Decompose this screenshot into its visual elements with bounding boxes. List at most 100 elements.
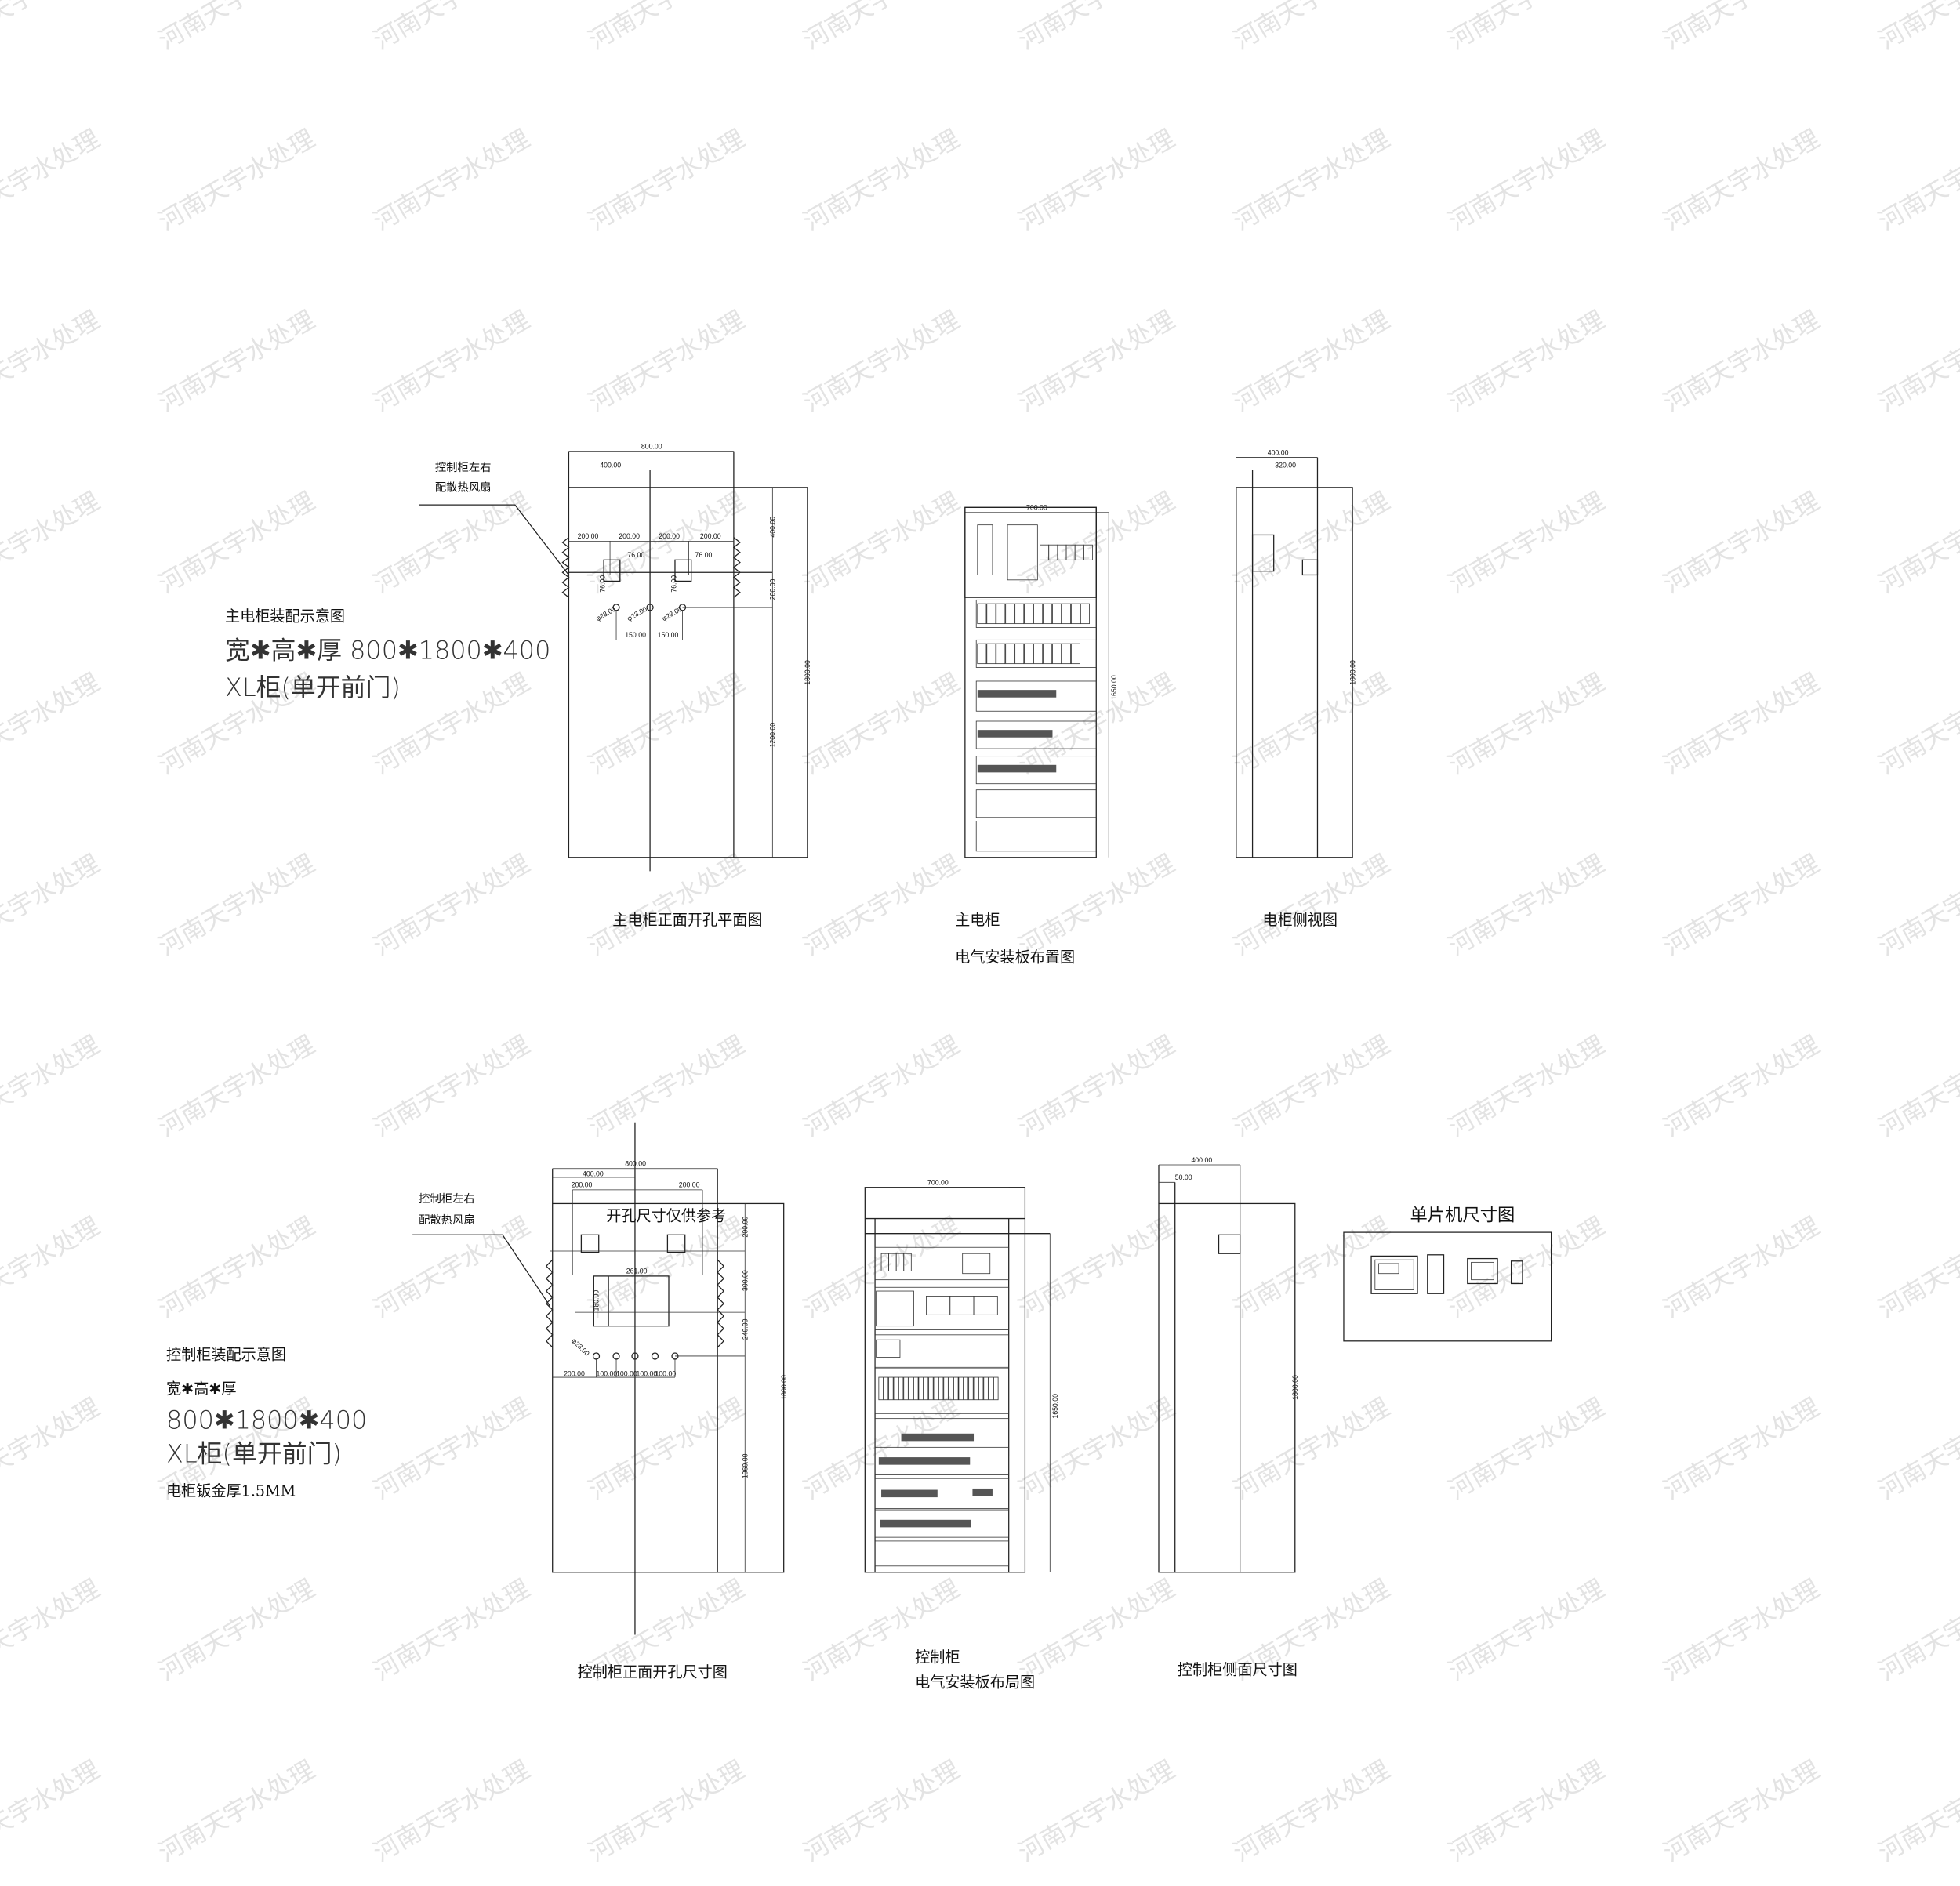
svg-text:100.00: 100.00 [597,1369,618,1377]
svg-text:200.00: 200.00 [741,1217,749,1238]
terminal-block [977,764,1057,773]
din-rail-row [874,1418,1010,1456]
svg-text:1650.00: 1650.00 [1110,675,1118,700]
din-rail-row [975,789,1097,818]
svg-text:控制柜左右: 控制柜左右 [419,1192,475,1206]
touch-screen-cutout [593,1275,670,1327]
relay [933,1376,938,1401]
svg-text:76.00: 76.00 [627,551,644,559]
svg-text:240.00: 240.00 [741,1318,749,1340]
din-rail-row [975,599,1097,628]
relay [953,1376,959,1401]
din-rail-row [874,1368,1010,1414]
breaker [1033,643,1044,665]
hole [592,1352,601,1360]
svg-text:261.00: 261.00 [626,1268,648,1275]
svg-text:1800.00: 1800.00 [780,1375,788,1400]
relay [983,1376,989,1401]
main-cabinet-panel-layout: 700.00 1650.00 主电柜 电气安装板布置图 [955,504,1118,967]
control-front-caption: 控制柜正面开孔尺寸图 [578,1663,728,1681]
din-rail-row [874,1246,1010,1281]
fan-leader-line [419,504,569,575]
breaker [986,603,996,625]
din-rail-row [975,720,1097,749]
svg-text:800.00: 800.00 [625,1160,646,1168]
svg-text:φ23.00: φ23.00 [661,605,684,623]
main-panel-caption-2: 电气安装板布置图 [955,948,1075,967]
svg-text:φ23.00: φ23.00 [594,605,617,623]
din-rail-row [874,1509,1010,1538]
fan-note-line-1: 控制柜左右 [435,461,492,474]
breaker [888,1253,897,1271]
breaker [977,643,987,665]
main-panel-caption-1: 主电柜 [955,911,1000,929]
control-cabinet-panel-layout: 700.00 1650.00 控制柜 电气安装板布局图 [864,1179,1059,1691]
relay [968,1376,974,1401]
svg-text:电柜钣金厚1.5MM: 电柜钣金厚1.5MM [166,1482,296,1500]
breaker [1005,643,1015,665]
dim-200-b: 200.00 [619,532,640,540]
din-rail-row [874,1286,1010,1330]
relay [888,1376,894,1401]
breaker [1074,544,1084,560]
mcu-dimension-drawing: 单片机尺寸图 [1343,1206,1552,1342]
relay [903,1376,909,1401]
breaker [1014,643,1025,665]
control-cabinet-side-view: 400.00 50.00 1800.00 控制柜侧面尺寸图 [1158,1156,1299,1679]
mcu-title: 单片机尺寸图 [1410,1206,1515,1226]
hole-2 [646,604,654,611]
vent-right [732,537,741,598]
svg-text:200.00: 200.00 [564,1369,585,1377]
relay [978,1376,984,1401]
din-rail-row [874,1334,1010,1368]
fan-cutout-right [674,559,692,582]
svg-text:400.00: 400.00 [1191,1156,1212,1164]
svg-text:150.00: 150.00 [625,631,646,639]
din-rail-row [975,821,1097,852]
svg-text:控制柜侧面尺寸图: 控制柜侧面尺寸图 [1178,1661,1298,1679]
vent-left [561,537,570,598]
dim-200-d: 200.00 [700,532,721,540]
relay [893,1376,898,1401]
breaker [1080,603,1090,625]
fan-note-line-2: 配散热风扇 [435,481,492,495]
relay [948,1376,954,1401]
svg-text:76.00: 76.00 [599,575,607,593]
vent-left-bottom [545,1259,554,1348]
breaker [996,603,1006,625]
breaker [1043,643,1053,665]
module [949,1296,975,1315]
control-cabinet-assembly-notes: 控制柜左右 配散热风扇 控制柜装配示意图 宽✱高✱厚 800✱1800✱400 … [166,1192,551,1500]
svg-text:76.00: 76.00 [695,551,712,559]
breaker [903,1253,912,1271]
main-cabinet-title: 主电柜装配示意图 [225,607,345,625]
svg-text:配散热风扇: 配散热风扇 [419,1213,475,1227]
controller [876,1290,914,1327]
main-cabinet-assembly-notes: 控制柜左右 配散热风扇 主电柜装配示意图 宽✱高✱厚 800✱1800✱400 … [225,461,569,702]
svg-text:100.00: 100.00 [655,1369,676,1377]
svg-text:400.00: 400.00 [1268,448,1289,456]
svg-text:电气安装板布局图: 电气安装板布局图 [915,1673,1035,1691]
din-rail-row [975,639,1097,668]
relay [898,1376,904,1401]
relay [908,1376,914,1401]
breaker [1057,544,1067,560]
main-cabinet-front-view: 800.00 400.00 200.00 200.00 200.00 200.0… [561,442,811,929]
hole [651,1352,659,1360]
svg-text:700.00: 700.00 [927,1179,949,1187]
relay [988,1376,994,1401]
relay [943,1376,949,1401]
breaker [1083,544,1093,560]
module [973,1296,998,1315]
dim-top-400: 400.00 [769,517,777,538]
breaker [1033,603,1044,625]
breaker [1048,544,1058,560]
svg-text:φ23.00: φ23.00 [626,605,648,623]
hole [612,1352,620,1360]
dim-1800: 1800.00 [804,660,811,685]
relay [963,1376,969,1401]
svg-text:宽✱高✱厚: 宽✱高✱厚 [166,1380,236,1398]
